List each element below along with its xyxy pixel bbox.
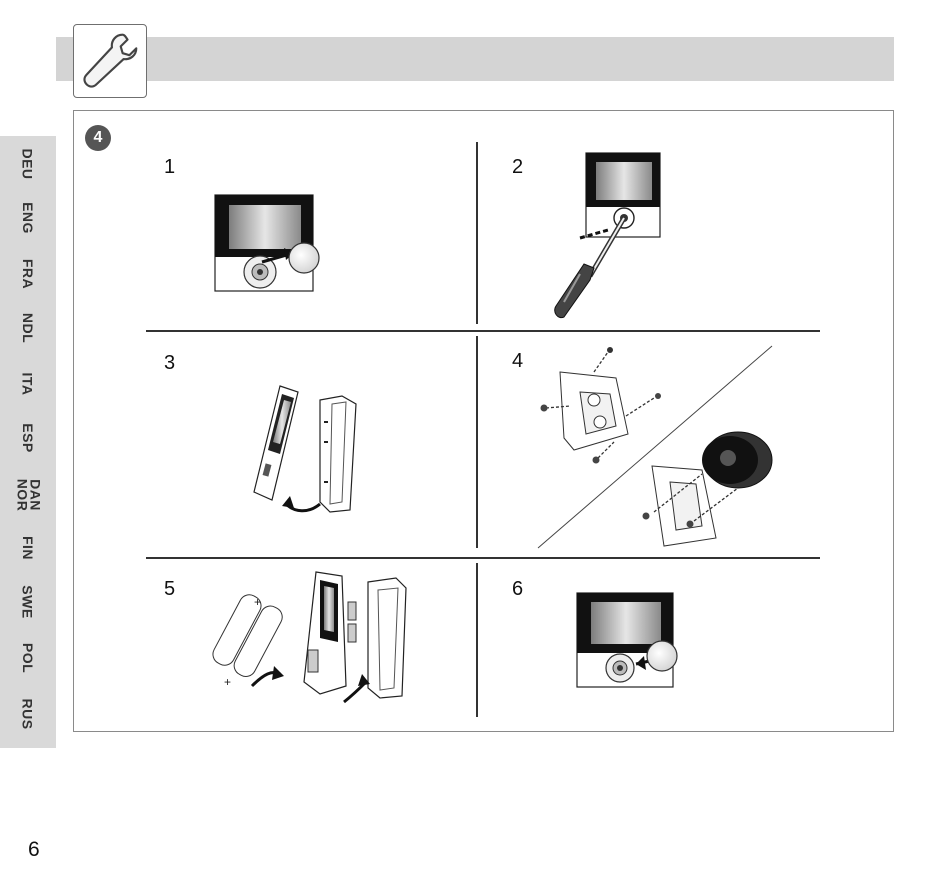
svg-text:+: + [254,595,261,609]
panel-number: 6 [512,578,524,600]
panel-number: 2 [512,156,524,178]
row-divider [146,557,820,559]
lang-tab-fin[interactable]: FIN [20,535,36,561]
battery-insertion-illustration: + + [212,571,407,704]
page-number: 6 [28,838,40,861]
column-divider [476,563,478,717]
instruction-frame [73,110,894,732]
lang-tab-fra[interactable]: FRA [20,258,36,290]
panel-number: 4 [512,350,524,372]
panel-number: 1 [164,156,176,178]
language-sidebar: DEU ENG FRA NDL ITA ESP DAN NOR FIN SWE … [0,136,56,748]
thermostat-knob-removal-illustration [214,194,320,292]
screwdriver-release-illustration [554,152,661,319]
lang-tab-ita[interactable]: ITA [19,372,36,396]
lang-tab-rus[interactable]: RUS [20,698,36,730]
device-removal-illustration [253,385,357,513]
lang-tab-dan-nor[interactable]: DAN NOR [14,478,43,512]
lang-tab-pol[interactable]: POL [20,642,36,674]
step-badge: 4 [85,125,111,151]
column-divider [476,336,478,548]
wrench-icon [73,24,147,98]
thermostat-knob-refit-illustration [576,592,678,688]
mounting-plate-illustration [537,345,773,549]
column-divider [476,142,478,324]
row-divider [146,330,820,332]
lang-tab-swe[interactable]: SWE [19,585,36,619]
panel-number: 3 [164,352,176,374]
lang-tab-ndl[interactable]: NDL [20,312,36,344]
lang-tab-esp[interactable]: ESP [19,423,36,453]
svg-text:+: + [224,675,231,689]
lang-tab-eng[interactable]: ENG [20,202,36,234]
lang-tab-deu[interactable]: DEU [20,148,36,180]
panel-number: 5 [164,578,176,600]
header-band [56,37,894,81]
